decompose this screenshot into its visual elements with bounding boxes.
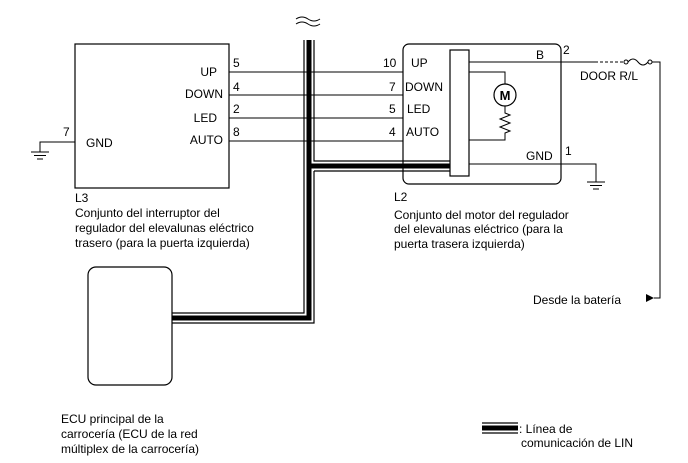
motor-internal-top-wire — [469, 71, 506, 84]
fuse-symbol — [623, 58, 653, 66]
motor-ground-symbol — [561, 163, 605, 190]
motor-up-pin: 10 — [383, 56, 397, 70]
motor-auto-pin: 4 — [389, 125, 396, 139]
legend-line-1: : Línea de — [519, 422, 573, 436]
wire-battery-vertical — [652, 61, 661, 299]
motor-unit-desc-1: Conjunto del motor del regulador — [394, 208, 569, 222]
motor-led-label: LED — [407, 102, 431, 116]
ecu-desc-2: carrocería (ECU de la red — [61, 427, 198, 441]
motor-auto-label: AUTO — [406, 125, 439, 139]
motor-down-pin: 7 — [389, 80, 396, 94]
switch-up-label: UP — [200, 65, 217, 79]
switch-led-pin: 2 — [233, 102, 240, 116]
motor-unit-desc-3: puerta trasera izquierda) — [394, 237, 525, 251]
legend-line-2: comunicación de LIN — [521, 436, 633, 450]
switch-led-label: LED — [194, 111, 218, 125]
motor-down-label: DOWN — [405, 80, 443, 94]
motor-unit-desc-2: del elevalunas eléctrico (para la — [394, 222, 563, 236]
motor-b-pin: 2 — [563, 43, 570, 57]
switch-up-pin: 5 — [233, 56, 240, 70]
ecu-desc-1: ECU principal de la — [61, 412, 164, 426]
fuse-label: DOOR R/L — [580, 69, 638, 83]
switch-auto-label: AUTO — [190, 133, 223, 147]
motor-unit-box — [402, 43, 562, 185]
switch-gnd-label: GND — [86, 136, 113, 150]
motor-up-label: UP — [411, 56, 428, 70]
battery-arrow — [646, 294, 654, 302]
lin-bus — [172, 40, 450, 324]
motor-led-pin: 5 — [389, 102, 396, 116]
motor-gnd-pin: 1 — [565, 144, 572, 158]
motor-symbol-label: M — [500, 88, 511, 103]
motor-unit-ref: L2 — [394, 190, 408, 204]
switch-gnd-pin: 7 — [63, 125, 70, 139]
switch-ground-symbol — [31, 141, 75, 160]
switch-unit-desc-2: regulador del elevalunas eléctrico — [75, 221, 254, 235]
lin-break-symbol — [295, 16, 321, 27]
legend-lin-swatch — [482, 422, 518, 434]
battery-label: Desde la batería — [533, 293, 621, 307]
motor-connector-block — [449, 49, 470, 177]
motor-gnd-label: GND — [526, 149, 553, 163]
motor-b-label: B — [536, 48, 544, 62]
switch-unit-ref: L3 — [75, 191, 89, 205]
switch-down-pin: 4 — [233, 80, 240, 94]
switch-unit-box — [74, 43, 230, 189]
switch-auto-pin: 8 — [233, 125, 240, 139]
switch-down-label: DOWN — [185, 87, 223, 101]
switch-unit-desc-1: Conjunto del interruptor del — [75, 206, 220, 220]
ecu-box — [87, 266, 173, 386]
switch-unit-desc-3: trasero (para la puerta izquierda) — [75, 236, 250, 250]
ecu-desc-3: múltiplex de la carrocería) — [61, 442, 199, 456]
motor-resistor — [469, 106, 512, 141]
